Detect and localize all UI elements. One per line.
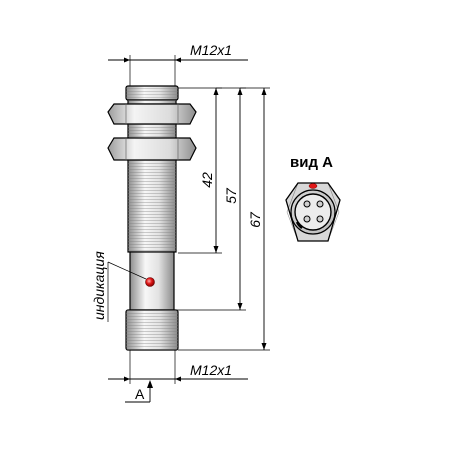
view-a: вид А <box>285 154 341 242</box>
bottom-thread-dimension: M12x1 <box>108 350 248 384</box>
view-arrow-label: А <box>135 386 145 402</box>
indicator-led <box>145 277 155 287</box>
nut-lower <box>107 137 197 161</box>
dimension-67: 67 <box>178 87 270 351</box>
top-thread-label: M12x1 <box>190 42 232 58</box>
dim-42-label: 42 <box>199 172 215 188</box>
indication-callout: индикация <box>91 251 147 322</box>
top-thread-dimension: M12x1 <box>108 42 248 86</box>
dim-57-label: 57 <box>223 187 239 204</box>
pin-1 <box>303 200 311 208</box>
pin-4 <box>316 215 324 223</box>
view-a-arrow: А <box>125 380 153 403</box>
pin-3 <box>303 215 311 223</box>
bottom-thread-label: M12x1 <box>190 362 232 378</box>
dim-67-label: 67 <box>247 211 263 228</box>
pin-2 <box>316 200 324 208</box>
dimension-42: 42 <box>178 87 222 254</box>
view-title: вид А <box>290 154 333 171</box>
indication-label: индикация <box>91 251 107 320</box>
view-led <box>308 183 318 189</box>
sensor-body <box>107 85 197 351</box>
dimension-57: 57 <box>176 87 246 311</box>
nut-upper <box>107 103 197 125</box>
